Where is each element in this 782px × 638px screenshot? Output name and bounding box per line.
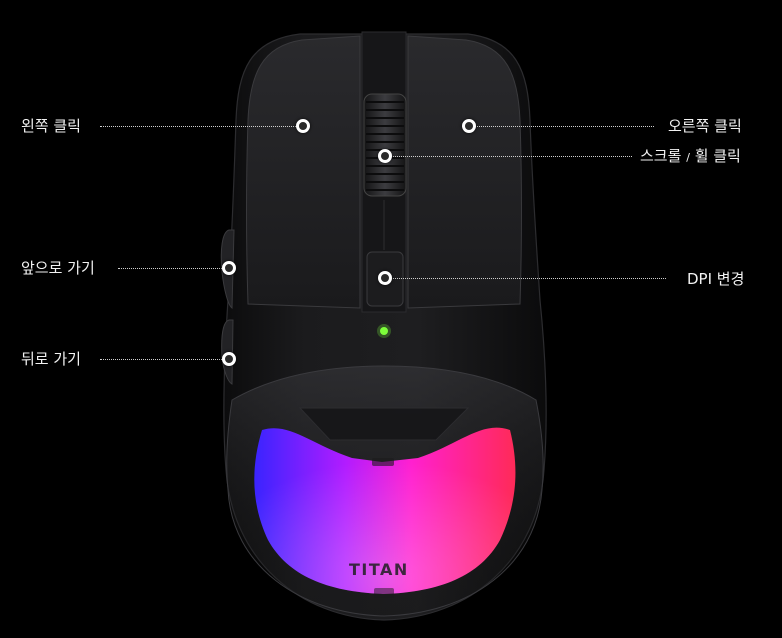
dpi-label: DPI 변경	[687, 270, 745, 288]
scroll-label: 스크롤 / 휠 클릭	[640, 147, 741, 167]
leader-scroll	[390, 156, 632, 157]
brand-logo: TITAN	[349, 560, 409, 579]
leader-dpi	[390, 278, 666, 279]
leader-left-click	[100, 126, 296, 127]
left-click-label: 왼쪽 클릭	[21, 117, 81, 135]
scroll-wheel-marker[interactable]	[378, 149, 392, 163]
leader-forward	[118, 268, 222, 269]
back-label: 뒤로 가기	[21, 350, 81, 368]
leader-right-click	[474, 126, 654, 127]
left-click-marker[interactable]	[296, 119, 310, 133]
right-click-marker[interactable]	[462, 119, 476, 133]
forward-label: 앞으로 가기	[21, 259, 95, 277]
scroll-label-main: 스크롤	[640, 147, 682, 165]
right-click-label: 오른쪽 클릭	[668, 117, 742, 135]
leader-back	[100, 359, 222, 360]
dpi-button-marker[interactable]	[378, 271, 392, 285]
scroll-label-sep: /	[686, 151, 690, 164]
scroll-label-wheel: 휠 클릭	[694, 147, 741, 165]
forward-button-marker[interactable]	[222, 261, 236, 275]
back-button-marker[interactable]	[222, 352, 236, 366]
